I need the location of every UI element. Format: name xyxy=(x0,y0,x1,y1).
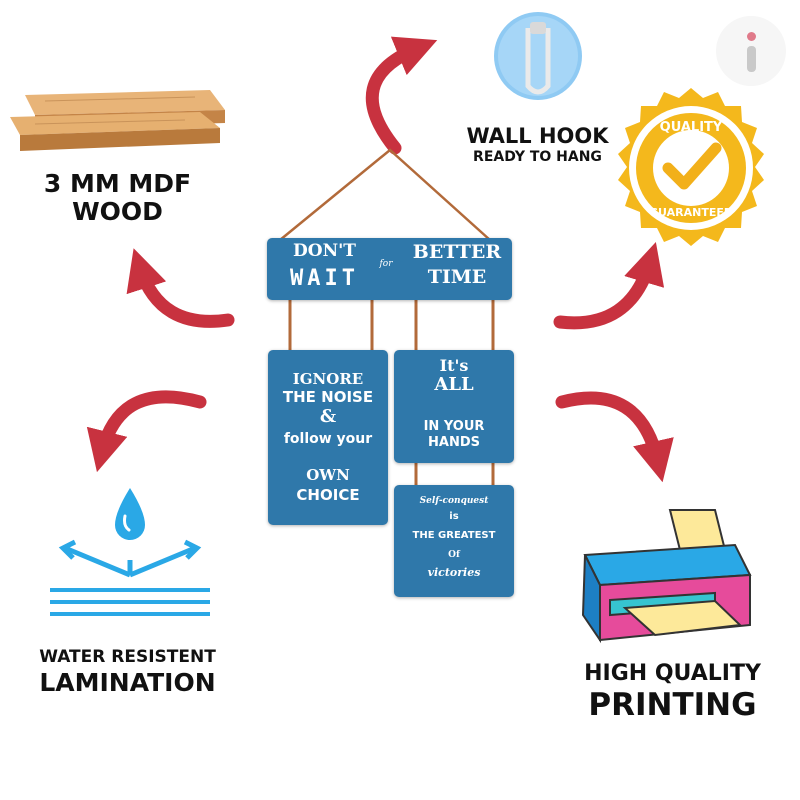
right-top-sign-line2: ALL xyxy=(434,374,474,395)
printer-icon xyxy=(565,505,765,655)
water-label: WATER RESISTENT LAMINATION xyxy=(5,648,250,696)
right-bottom-sign: Self-conquest is THE GREATEST Of victori… xyxy=(394,485,514,597)
top-sign-right-top: BETTER xyxy=(412,241,502,263)
quality-guaranteed-badge: QUALITY GUARANTEED xyxy=(606,86,776,256)
left-sign-line1: IGNORE xyxy=(292,370,364,388)
arrow-to-wood-icon xyxy=(126,248,235,328)
left-sign: IGNORE THE NOISE & follow your OWN CHOIC… xyxy=(268,350,388,525)
right-top-sign-line1: It's xyxy=(439,356,469,375)
left-sign-line2: THE NOISE xyxy=(282,388,374,406)
top-sign-left-bottom: WAIT xyxy=(290,266,359,291)
top-sign-right-bottom: TIME xyxy=(427,266,487,288)
wood-label: 3 MM MDF WOOD xyxy=(0,170,235,225)
wood-label-line1: 3 MM MDF xyxy=(43,169,192,198)
hook-label: WALL HOOK READY TO HANG xyxy=(445,124,630,166)
top-sign-left-top: DON'T xyxy=(293,241,356,261)
right-bottom-sign-line3: THE GREATEST xyxy=(412,530,496,541)
top-sign-middle: for xyxy=(379,259,393,269)
left-sign-line3: & xyxy=(319,406,337,427)
wood-label-line2: WOOD xyxy=(72,196,163,226)
hook-subtitle: READY TO HANG xyxy=(473,149,602,166)
printing-label-line1: HIGH QUALITY xyxy=(584,661,761,686)
top-sign: DON'T WAIT for BETTER TIME xyxy=(267,238,512,300)
printing-label: HIGH QUALITY PRINTING xyxy=(560,661,785,724)
wood-planks-icon xyxy=(5,85,230,155)
right-top-sign-line4: HANDS xyxy=(428,435,480,450)
arrow-to-badge-icon xyxy=(553,242,665,330)
arrow-to-water-icon xyxy=(86,390,207,473)
right-bottom-sign-line4: Of xyxy=(448,550,460,560)
right-top-sign-line3: IN YOUR xyxy=(423,419,485,434)
badge-bottom-text: GUARANTEED xyxy=(649,206,733,219)
left-sign-line6: CHOICE xyxy=(296,486,360,504)
arrow-to-hook-icon xyxy=(365,36,438,155)
water-label-line2: LAMINATION xyxy=(39,667,216,697)
brand-logo-icon xyxy=(716,16,786,86)
water-label-line1: WATER RESISTENT xyxy=(39,647,216,667)
left-sign-line4: follow your xyxy=(283,431,373,447)
wall-hook-icon xyxy=(488,8,588,108)
left-sign-line5: OWN xyxy=(306,466,350,484)
arrow-to-printer-icon xyxy=(555,391,674,483)
water-resistant-icon xyxy=(45,480,215,630)
right-bottom-sign-line2: is xyxy=(449,511,459,522)
hook-title: WALL HOOK xyxy=(466,124,609,148)
printing-label-line2: PRINTING xyxy=(588,687,757,724)
right-bottom-sign-line5: victories xyxy=(427,566,481,579)
right-bottom-sign-line1: Self-conquest xyxy=(419,496,489,506)
badge-top-text: QUALITY xyxy=(659,120,723,135)
right-top-sign: It's ALL IN YOUR HANDS xyxy=(394,350,514,463)
